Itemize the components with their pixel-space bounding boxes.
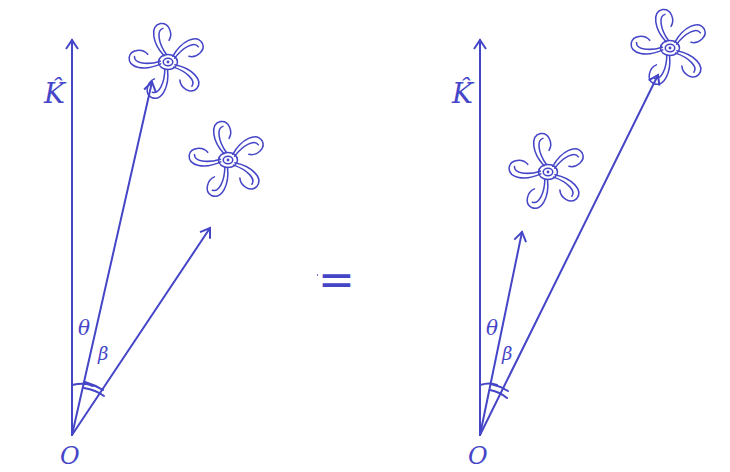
origin-label: O bbox=[468, 444, 488, 468]
equals-sign: = bbox=[318, 258, 355, 302]
origin-label: O bbox=[60, 444, 80, 468]
axis-label: K̂ bbox=[452, 80, 473, 108]
angle-label: β bbox=[98, 345, 108, 363]
angle-label: θ bbox=[486, 318, 498, 338]
angle-label: β bbox=[502, 345, 512, 363]
axis-label: K̂ bbox=[44, 80, 65, 108]
angle-label: θ bbox=[78, 318, 90, 338]
